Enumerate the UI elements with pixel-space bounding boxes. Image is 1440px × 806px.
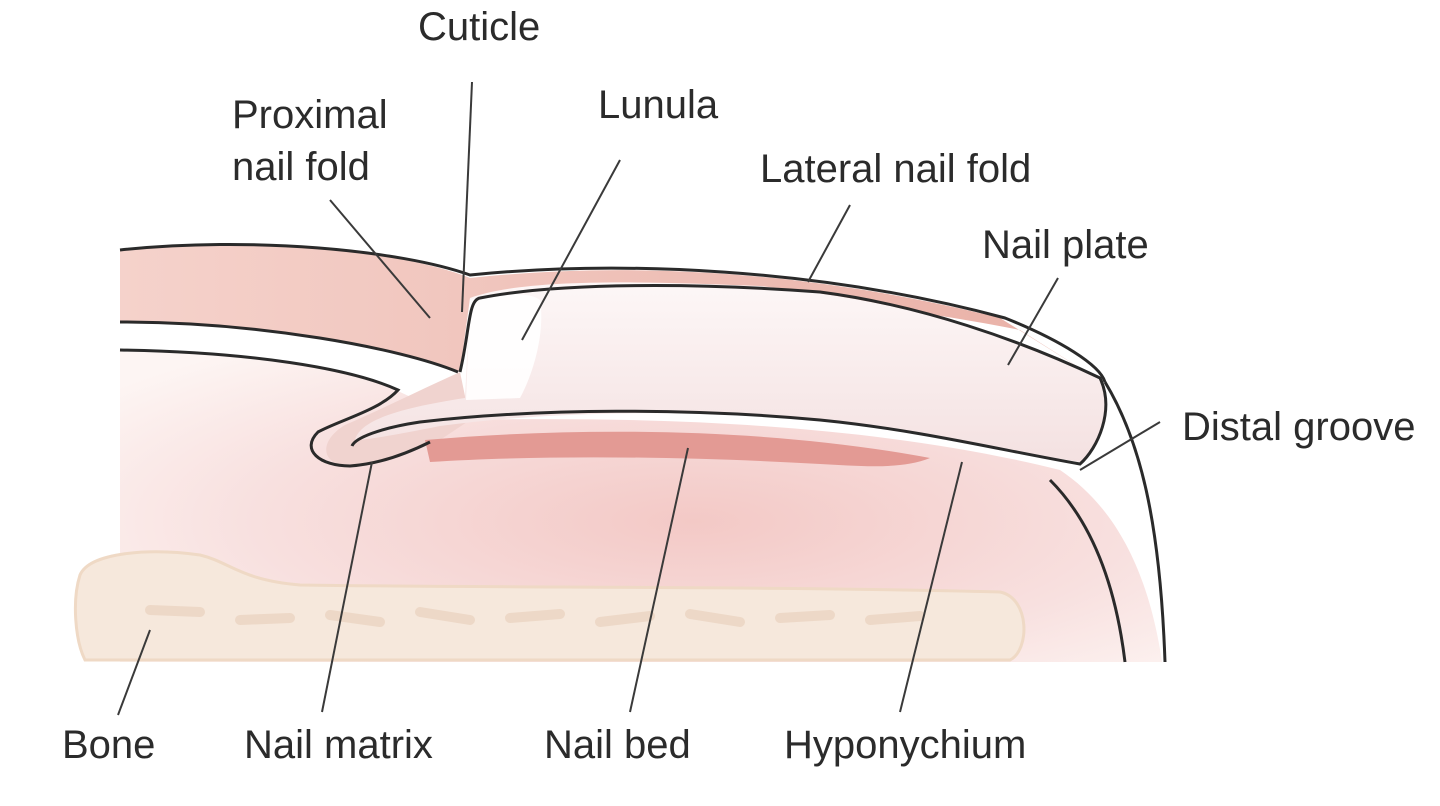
distal-inner-outline [1048, 478, 1127, 663]
nail-bed [425, 431, 930, 467]
label-distal-groove: Distal groove [1182, 405, 1415, 449]
nail-plate [355, 282, 1105, 462]
distal-outline [1103, 381, 1167, 663]
proximal-nail-fold [120, 244, 1102, 382]
lateral-nail-fold-leader [807, 204, 851, 283]
distal-groove-leader [1079, 421, 1161, 471]
proximal-nail-fold-leader [329, 199, 431, 319]
cuticle-leader [461, 81, 473, 313]
label-hyponychium: Hyponychium [784, 723, 1026, 767]
label-lunula: Lunula [598, 83, 719, 127]
label-cuticle: Cuticle [418, 5, 540, 49]
nail-matrix-leader [321, 461, 373, 713]
label-nail-plate: Nail plate [982, 223, 1149, 267]
left-fade [0, 220, 240, 680]
label-proximal-nail-fold-line2: nail fold [232, 145, 370, 189]
label-nail-matrix: Nail matrix [244, 723, 433, 767]
label-bone: Bone [62, 723, 155, 767]
nail-bed-leader [629, 447, 689, 713]
hyponychium-leader [899, 461, 963, 713]
label-proximal-nail-fold-line1: Proximal [232, 93, 388, 137]
nail-plate-leader [1007, 277, 1059, 366]
bone-leader [117, 629, 151, 716]
finger-outline [119, 348, 431, 468]
label-lateral-nail-fold: Lateral nail fold [760, 147, 1031, 191]
lunula [466, 294, 542, 400]
label-nail-bed: Nail bed [544, 723, 691, 767]
nail-plate-outline [350, 284, 1108, 466]
upper-skin-outline [119, 242, 1107, 383]
lunula-leader [521, 159, 621, 341]
